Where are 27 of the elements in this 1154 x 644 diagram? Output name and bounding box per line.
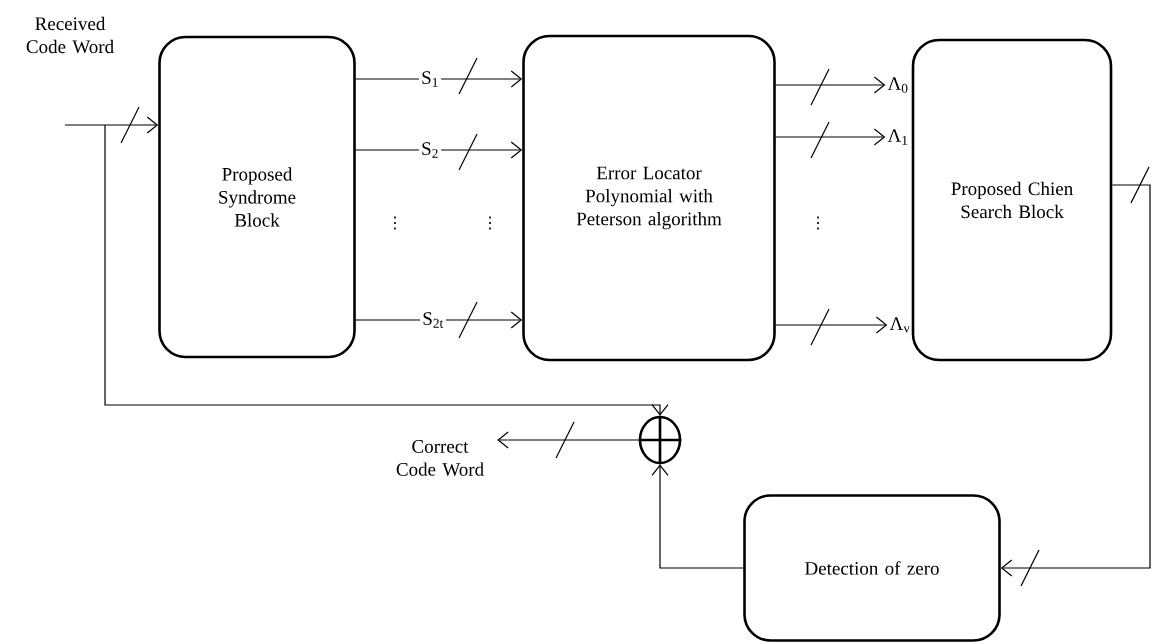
signal-label: Λ$_{v}$ — [889, 317, 910, 333]
signal-label: S$_{1}$ — [422, 71, 438, 87]
arrow — [651, 464, 744, 569]
arrow — [104, 124, 669, 416]
signal-label: Λ$_{1}$ — [887, 129, 908, 145]
arrow — [440, 133, 523, 171]
ellipsis-dots: ⋮ — [817, 216, 819, 230]
arrow — [775, 121, 886, 159]
signal-label: S$_{2}$ — [422, 142, 438, 158]
process-box: Detection of zero — [743, 494, 1001, 642]
arrow — [64, 106, 159, 144]
arrow — [775, 68, 886, 106]
ellipsis-dots: ⋮ — [489, 216, 491, 230]
ellipsis-dots: ⋮ — [394, 216, 396, 230]
arrow — [1000, 166, 1151, 587]
output-label: Correct Code Word — [396, 440, 484, 476]
process-box: Error Locator Polynomial with Peterson algorithm — [522, 34, 776, 362]
process-box: Proposed Syndrome Block — [158, 35, 356, 359]
signal-label: S$_{2t}$ — [423, 312, 444, 328]
signal-label: Λ$_{0}$ — [887, 77, 908, 93]
arrow — [440, 57, 523, 95]
arrow — [497, 421, 640, 459]
process-box: Proposed Chien Search Block — [911, 38, 1113, 362]
signal-label: Received Code Word — [26, 16, 114, 54]
xor-circle — [637, 414, 683, 466]
arrow — [775, 308, 888, 346]
arrow — [445, 301, 523, 339]
